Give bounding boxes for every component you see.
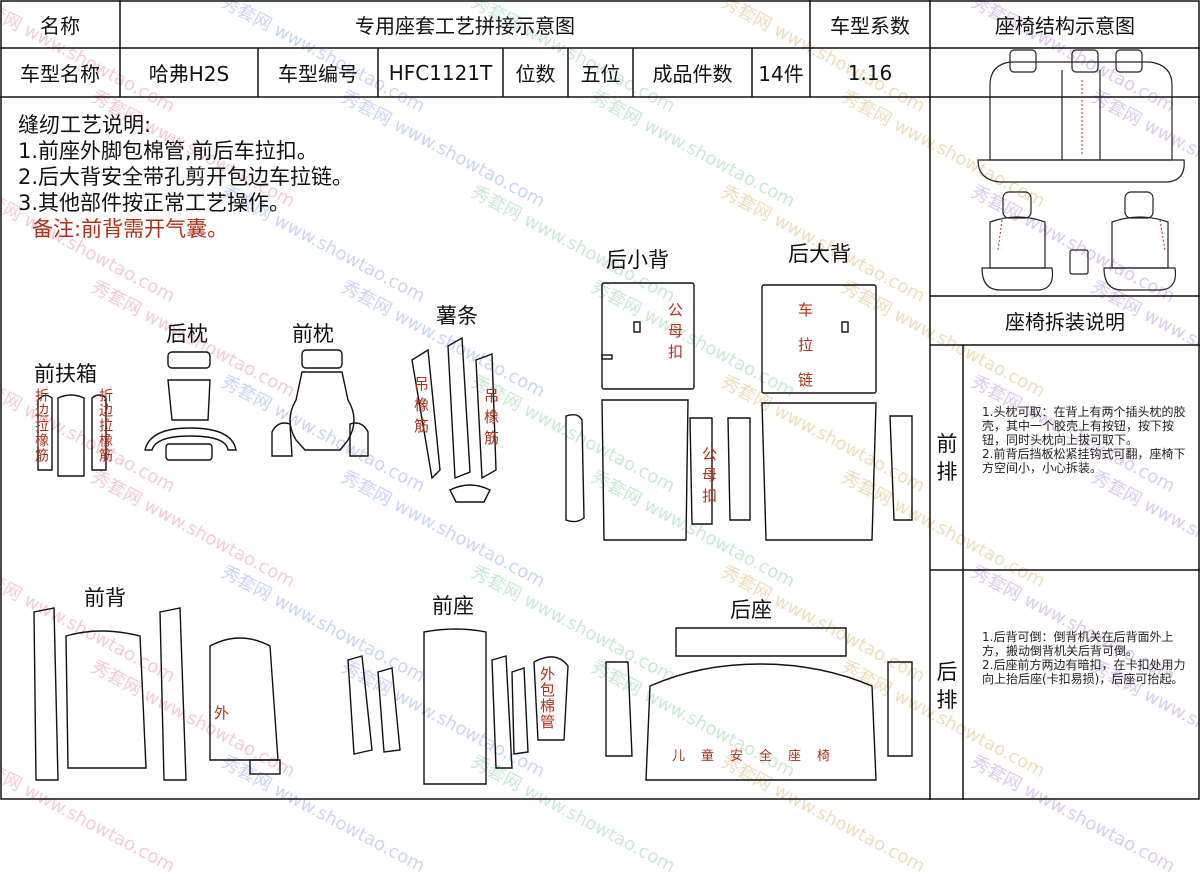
annotation-hang-band-left: 吊橡筋 — [412, 376, 430, 439]
annotation-child-seat: 儿童安全座椅 — [672, 749, 847, 764]
annotation-fold-band-left: 折边拉橡筋 — [33, 388, 49, 463]
label-front-seat: 前座 — [432, 594, 474, 618]
seats-label: 位数 — [515, 62, 556, 86]
notes-title: 缝纫工艺说明: — [18, 113, 152, 137]
coef-value: 1.16 — [847, 60, 893, 85]
front-back-pieces — [33, 607, 281, 781]
model-name-value: 哈弗H2S — [148, 62, 230, 86]
name-label: 名称 — [40, 13, 80, 38]
outer-frame — [0, 0, 1200, 800]
front-armrest-pieces — [37, 394, 107, 477]
annotation-clip-small-back-lower: 公母扣 — [700, 446, 718, 509]
label-rear-headrest: 后枕 — [166, 322, 208, 346]
label-rear-large-back: 后大背 — [788, 242, 851, 266]
diagram-canvas — [0, 0, 1200, 800]
sewing-notes: 缝纫工艺说明: 1.前座外脚包棉管,前后车拉扣。 2.后大背安全带孔剪开包边车拉… — [18, 112, 353, 242]
diagram-title: 专用座套工艺拼接示意图 — [355, 13, 575, 38]
annotation-outer: 外 — [214, 704, 230, 722]
notes-remark: 备注:前背需开气囊。 — [32, 217, 229, 241]
notes-item-2: 2.后大背安全带孔剪开包边车拉链。 — [18, 165, 354, 189]
front-seat-pieces — [347, 628, 569, 785]
rear-small-back-pieces — [565, 282, 751, 541]
pieces-value: 14件 — [758, 62, 804, 86]
front-row-instructions: 1.头枕可取：在背上有两个插头枕的胶壳，其中一个胶壳上有按钮，按下按钮，同时头枕… — [982, 405, 1186, 475]
structure-title: 座椅结构示意图 — [995, 13, 1135, 38]
annotation-fold-band-right: 折边拉橡筋 — [97, 388, 113, 463]
rear-large-back-pieces — [761, 284, 913, 541]
disassembly-title: 座椅拆装说明 — [1005, 310, 1125, 334]
rear-headrest-pieces — [144, 351, 237, 461]
rear-row-label: 后排 — [936, 660, 958, 712]
seats-value: 五位 — [580, 62, 621, 86]
label-front-armrest: 前扶箱 — [34, 362, 97, 386]
annotation-hang-band-right: 吊橡筋 — [482, 388, 500, 451]
label-side-strip: 薯条 — [436, 304, 478, 328]
model-name-label: 车型名称 — [20, 62, 100, 86]
notes-item-1: 1.前座外脚包棉管,前后车拉扣。 — [18, 139, 318, 163]
coef-label: 车型系数 — [830, 13, 910, 38]
rear-row-instructions: 1.后背可倒：倒背机关在后背面外上方，搬动倒背机关后背可倒。 2.后座前方两边有… — [982, 630, 1186, 686]
annotation-wrap-cotton-tube: 外包棉管 — [538, 666, 556, 730]
label-front-back: 前背 — [84, 586, 126, 610]
front-row-label: 前排 — [936, 432, 958, 484]
side-strip-pieces — [411, 336, 497, 503]
front-headrest-pieces — [271, 349, 369, 457]
label-rear-seat: 后座 — [730, 598, 772, 622]
notes-item-3: 3.其他部件按正常工艺操作。 — [18, 191, 291, 215]
label-rear-small-back: 后小背 — [606, 248, 669, 272]
annotation-clip-small-back: 公母扣 — [666, 302, 684, 365]
seat-structure-sketch — [977, 49, 1185, 291]
annotation-zipper: 车拉链 — [796, 302, 814, 407]
rear-seat-pieces — [605, 627, 913, 781]
label-front-headrest: 前枕 — [292, 322, 334, 346]
pieces-label: 成品件数 — [652, 62, 733, 86]
model-code-value: HFC1121T — [388, 60, 493, 85]
model-code-label: 车型编号 — [278, 62, 358, 86]
